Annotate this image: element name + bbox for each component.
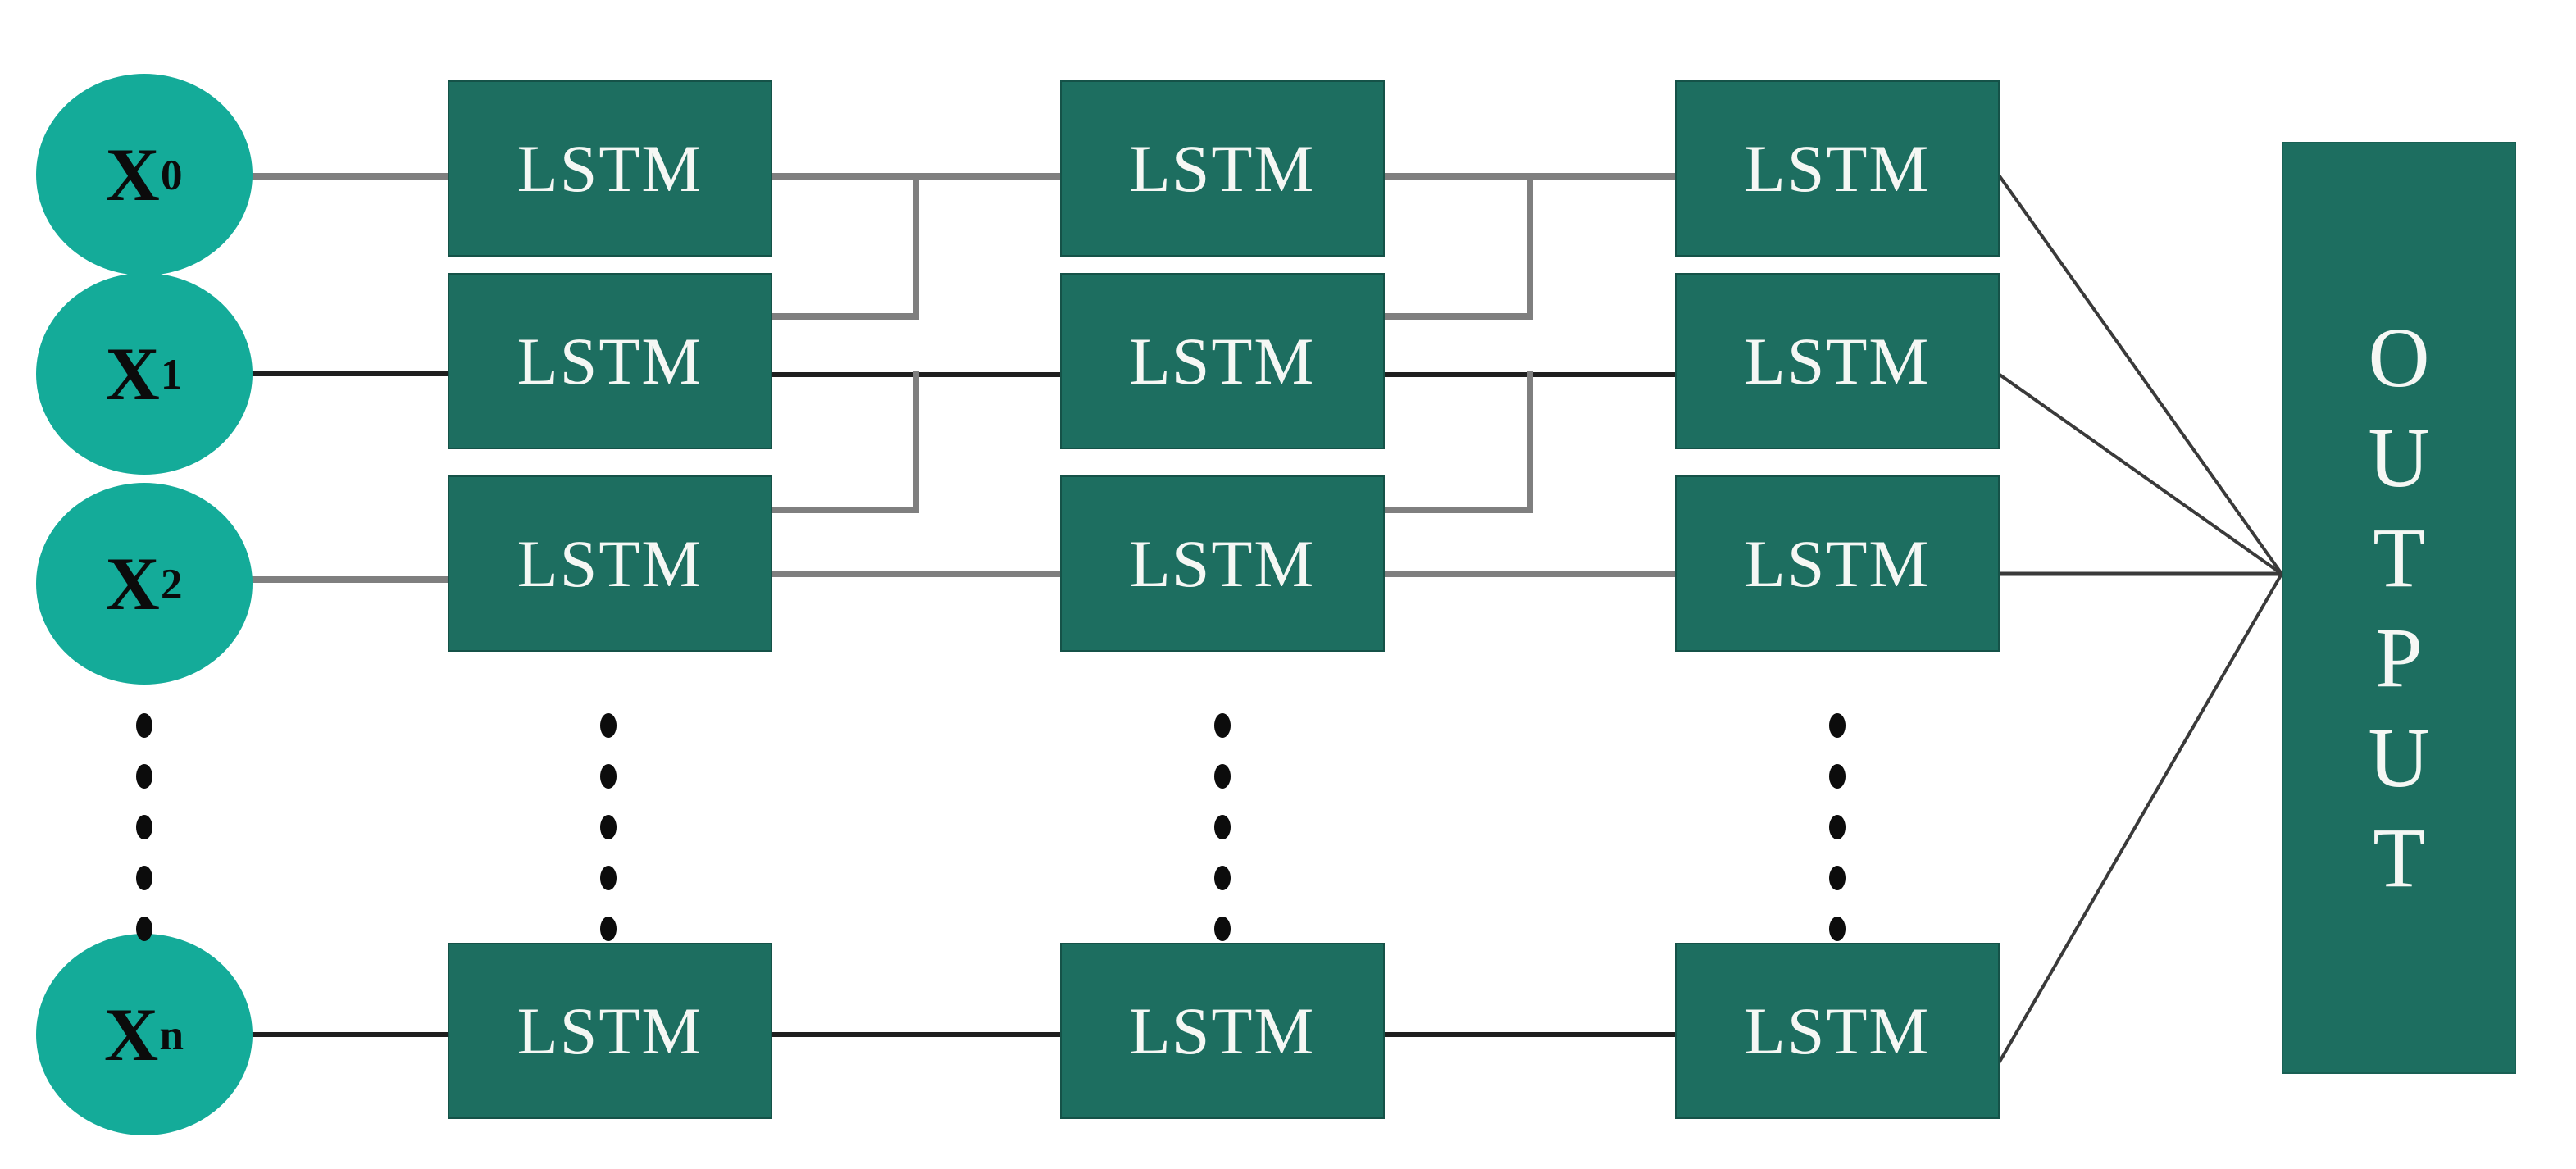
lstm-cell-label: LSTM xyxy=(1744,323,1931,398)
output-label-letter: T xyxy=(2373,810,2425,905)
lstm-cell-col1-row3: LSTM xyxy=(1060,943,1385,1119)
ellipsis-dot xyxy=(600,917,617,941)
input-label: X xyxy=(105,542,161,625)
lstm-cell-label: LSTM xyxy=(517,323,703,398)
ellipsis-dot xyxy=(136,917,152,941)
lstm-cell-label: LSTM xyxy=(1744,993,1931,1068)
connection-line xyxy=(1997,372,2284,576)
output-label-letter: T xyxy=(2373,510,2425,605)
lstm-cell-label: LSTM xyxy=(1129,323,1316,398)
lstm-cell-col0-row1: LSTM xyxy=(448,273,772,449)
lstm-cell-col2-row0: LSTM xyxy=(1675,80,2000,257)
ellipsis-dot xyxy=(1214,764,1231,789)
connection-line xyxy=(1997,174,2284,576)
lstm-cell-col2-row3: LSTM xyxy=(1675,943,2000,1119)
output-label-letter: U xyxy=(2368,410,2430,505)
ellipsis-dot xyxy=(600,713,617,738)
lstm-cell-label: LSTM xyxy=(517,130,703,206)
lstm-cell-label: LSTM xyxy=(1129,130,1316,206)
ellipsis-dot xyxy=(1214,713,1231,738)
lstm-cell-col2-row2: LSTM xyxy=(1675,475,2000,652)
ellipsis-dot xyxy=(1829,713,1846,738)
lstm-cell-col1-row0: LSTM xyxy=(1060,80,1385,257)
lstm-cell-col1-row1: LSTM xyxy=(1060,273,1385,449)
lstm-cell-col0-row2: LSTM xyxy=(448,475,772,652)
connection-line xyxy=(1997,571,2284,1064)
lstm-cell-label: LSTM xyxy=(1129,525,1316,601)
ellipsis-dot xyxy=(1829,815,1846,839)
lstm-cell-col0-row3: LSTM xyxy=(448,943,772,1119)
ellipsis-dot xyxy=(1829,917,1846,941)
ellipsis-dot xyxy=(136,815,152,839)
input-label: X xyxy=(105,133,161,216)
ellipsis-dot xyxy=(1829,764,1846,789)
lstm-cell-label: LSTM xyxy=(1129,993,1316,1068)
ellipsis-dot xyxy=(136,764,152,789)
output-label-letter: O xyxy=(2368,310,2430,405)
lstm-cell-col0-row0: LSTM xyxy=(448,80,772,257)
ellipsis-dot xyxy=(136,713,152,738)
ellipsis-dot xyxy=(136,866,152,890)
ellipsis-dot xyxy=(1214,815,1231,839)
input-label: X xyxy=(105,332,161,416)
lstm-cell-col1-row2: LSTM xyxy=(1060,475,1385,652)
input-label: X xyxy=(103,993,160,1076)
ellipsis-dot xyxy=(1829,866,1846,890)
ellipsis-dot xyxy=(600,866,617,890)
ellipsis-dot xyxy=(1214,917,1231,941)
lstm-cell-col2-row1: LSTM xyxy=(1675,273,2000,449)
lstm-cell-label: LSTM xyxy=(517,525,703,601)
output-label-letter: P xyxy=(2375,610,2423,705)
ellipsis-dot xyxy=(600,764,617,789)
output-label-letter: U xyxy=(2368,710,2430,805)
lstm-cell-label: LSTM xyxy=(1744,525,1931,601)
ellipsis-dot xyxy=(1214,866,1231,890)
lstm-cell-label: LSTM xyxy=(517,993,703,1068)
ellipsis-dot xyxy=(600,815,617,839)
lstm-cell-label: LSTM xyxy=(1744,130,1931,206)
